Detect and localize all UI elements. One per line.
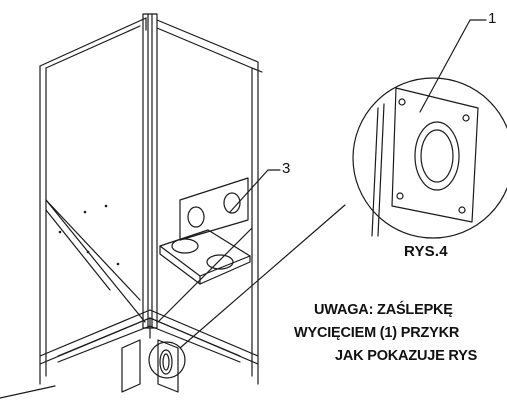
center-post — [142, 13, 158, 329]
right-panel — [156, 19, 263, 379]
note-line-2: WYCIĘCIEM (1) PRZYKR — [294, 325, 460, 341]
access-cover — [121, 339, 186, 393]
detail-title: RYS.4 — [404, 243, 448, 260]
bottom-leader-line — [0, 385, 56, 399]
rivets — [58, 204, 120, 266]
hopper-funnel — [45, 199, 253, 323]
callout-leader-3 — [229, 169, 281, 213]
detail-leader-line — [179, 204, 346, 349]
callout-leader-1 — [419, 19, 487, 113]
callout-label-1: 1 — [488, 10, 497, 27]
detail-circle — [352, 77, 507, 239]
note-line-1: UWAGA: ZAŚLEPKĘ — [314, 302, 453, 318]
left-panel — [39, 17, 147, 379]
note-line-3: JAK POKAZUJE RYS — [335, 348, 478, 364]
callout-label-3: 3 — [282, 160, 291, 177]
bottom-frame — [39, 309, 259, 385]
bracket-3 — [159, 177, 251, 285]
